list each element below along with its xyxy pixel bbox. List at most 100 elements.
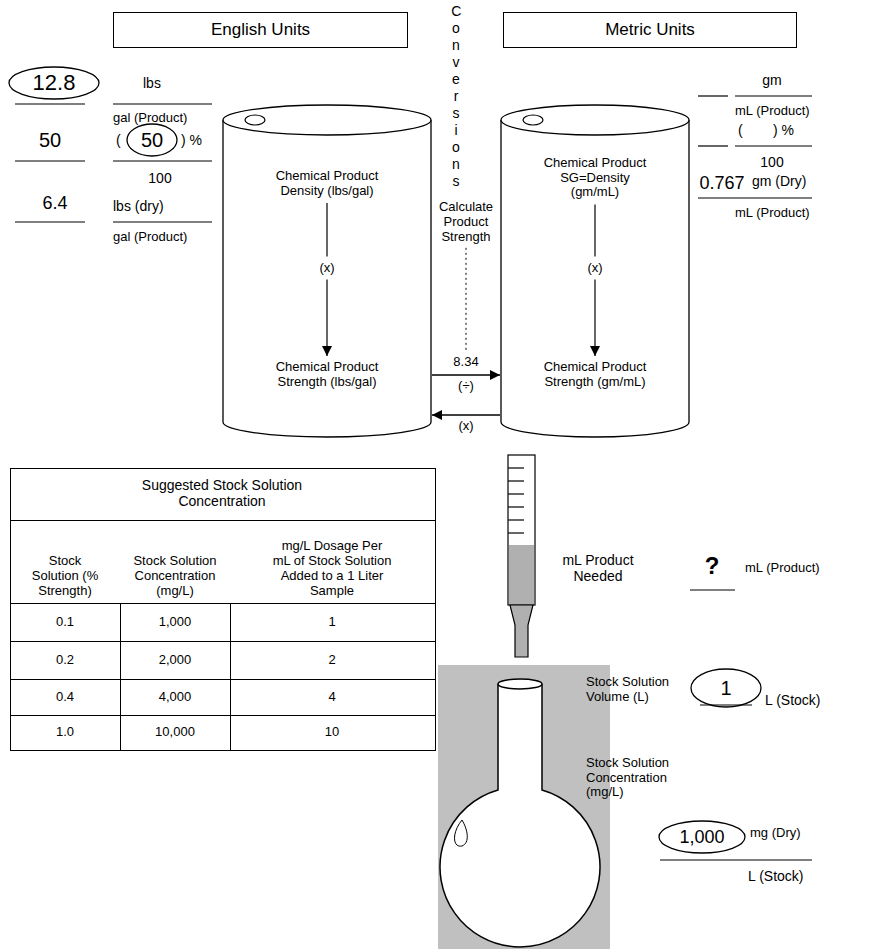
pipette-liquid [509, 545, 534, 604]
ellipse-outline [659, 821, 745, 853]
conversion-arrow [432, 414, 500, 415]
table-header: Stock Solution (% Strength) [26, 554, 104, 599]
table-cell: 2 [328, 653, 335, 668]
bracket-label: ( [116, 132, 121, 148]
pipette-tick [508, 493, 524, 494]
value-label: 100 [148, 170, 171, 186]
unit-label: gal (Product) [113, 230, 187, 245]
drum-cylinder: Chemical Product SG=Density (gm/mL)(x)Ch… [500, 104, 690, 438]
fraction-line [660, 859, 812, 860]
table-cell: 10,000 [155, 725, 195, 740]
table-rule [120, 604, 121, 751]
ellipse-outline [9, 67, 99, 99]
fraction-line [690, 589, 735, 590]
value-label: 0.767 [699, 173, 744, 194]
pipette-tick [508, 480, 524, 481]
node-text: Chemical Product Strength (gm/mL) [535, 360, 655, 390]
table-rule [230, 604, 231, 751]
unknown-mark: ? [705, 552, 720, 580]
table-header: mg/L Dosage Per mL of Stock Solution Add… [272, 539, 392, 599]
table-rule [11, 679, 436, 680]
node-text: (x) [587, 261, 602, 276]
table-cell: 0.4 [56, 690, 74, 705]
fraction-line [113, 103, 212, 104]
table-cell: 4 [328, 690, 335, 705]
node-text: Metric Units [605, 20, 695, 40]
table-rule [11, 520, 436, 521]
fraction-line [15, 160, 85, 161]
node-text: 1,000 [679, 827, 724, 848]
node-text: (x) [319, 261, 334, 276]
units-heading-box: English Units [113, 12, 408, 48]
step-arrow [326, 279, 327, 356]
bracket-label: ) % [181, 132, 202, 148]
table-title: Suggested Stock Solution Concentration [117, 477, 327, 509]
value-label: 6.4 [42, 193, 67, 214]
fraction-line [735, 145, 812, 146]
drum-body [501, 120, 689, 437]
fraction-line [698, 197, 812, 198]
conversion-arrow [432, 374, 500, 375]
blank-line [698, 95, 728, 96]
drum-bung [523, 115, 543, 125]
unit-label: lbs [143, 75, 161, 91]
step-line [594, 204, 595, 256]
flask-backdrop [438, 665, 610, 949]
step-label: Stock Solution Volume (L) [586, 675, 678, 705]
table-rule [11, 715, 436, 716]
node-text: English Units [211, 20, 310, 40]
pipette-tick [508, 506, 524, 507]
node-text: 12.8 [33, 70, 76, 95]
blank-line [698, 145, 728, 146]
operation-label: (÷) [458, 379, 474, 394]
unit-label: L (Stock) [765, 692, 821, 708]
factor-label: 8.34 [453, 355, 478, 370]
pipette-tube [508, 455, 535, 605]
operation-label: (x) [458, 419, 473, 434]
unit-label: mL (Product) [735, 104, 810, 119]
drum-body [223, 120, 431, 437]
drum-cylinder: Chemical Product Density (lbs/gal) (x) Che… [222, 104, 432, 438]
step-label: Stock Solution Concentration (mg/L) [586, 756, 686, 801]
flask-lip [498, 679, 542, 689]
fraction-line [15, 103, 85, 104]
unit-label: gal (Product) [113, 111, 187, 126]
drum-top [501, 105, 689, 135]
node-text: Chemical Product Density (lbs/gal) [267, 169, 387, 199]
table-cell: 0.1 [56, 615, 74, 630]
fraction-line [15, 221, 85, 222]
table-cell: 1 [328, 615, 335, 630]
step-label: mL Product Needed [553, 552, 643, 584]
unit-label: gm [762, 72, 781, 88]
drum-bung [245, 115, 265, 125]
table-cell: 1,000 [159, 615, 192, 630]
node-text: Chemical Product Strength (lbs/gal) [267, 360, 387, 390]
flask-highlight [455, 820, 468, 846]
fraction-line [113, 221, 212, 222]
node-text: 50 [141, 129, 163, 152]
value-ellipse: 1 [690, 668, 762, 708]
fraction-line [113, 160, 212, 161]
node-text: 1 [720, 677, 731, 700]
ellipse-outline [691, 669, 761, 707]
unit-label: L (Stock) [748, 868, 804, 884]
table-header: Stock Solution Concentration (mg/L) [125, 554, 225, 599]
value-label: 50 [39, 129, 61, 152]
bracket-label: ) % [773, 122, 794, 138]
table-cell: 1.0 [56, 725, 74, 740]
value-ellipse: 1,000 [658, 820, 746, 854]
table-frame [11, 469, 436, 751]
table-cell: 2,000 [159, 653, 192, 668]
step-arrow [594, 279, 595, 356]
table-rule [11, 641, 436, 642]
table-cell: 10 [325, 725, 339, 740]
note-label: Calculate Product Strength [433, 200, 499, 245]
table-rule [11, 603, 436, 604]
table-cell: 4,000 [159, 690, 192, 705]
pipette-tick [508, 532, 524, 533]
bracket-label: ( [738, 122, 743, 138]
vertical-label: Conversions [451, 3, 461, 190]
pipette-tick [508, 467, 524, 468]
